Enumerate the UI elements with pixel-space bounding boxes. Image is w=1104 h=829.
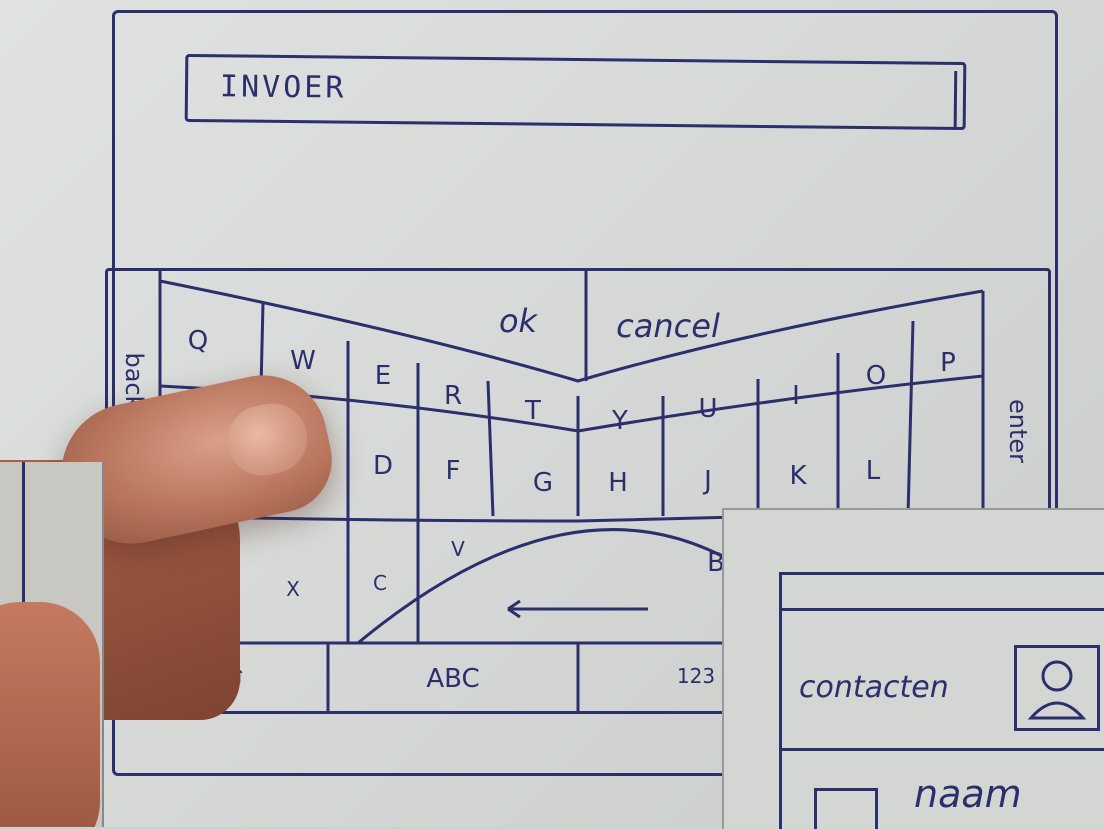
key-p[interactable]: P (940, 348, 956, 378)
key-f[interactable]: F (446, 456, 461, 486)
contact-thumbnail[interactable] (814, 788, 878, 829)
key-d[interactable]: D (373, 451, 393, 481)
text-input-field[interactable]: INVOER (185, 54, 967, 130)
key-u[interactable]: U (698, 394, 717, 424)
ok-key[interactable]: ok (499, 302, 537, 340)
key-r[interactable]: R (444, 381, 462, 411)
contact-name[interactable]: naam (914, 772, 1022, 816)
key-o[interactable]: O (866, 361, 886, 391)
key-t[interactable]: T (525, 396, 541, 426)
left-inset-photo (0, 462, 104, 827)
key-h[interactable]: H (608, 468, 628, 498)
hand (0, 602, 100, 827)
key-i[interactable]: I (792, 381, 800, 411)
key-j[interactable]: J (704, 466, 712, 496)
header-divider (782, 608, 1104, 611)
enter-key[interactable]: enter (1004, 399, 1032, 463)
key-v[interactable]: V (451, 537, 465, 561)
text-cursor (954, 71, 958, 127)
key-c[interactable]: C (373, 571, 387, 595)
sketch-line (12, 462, 25, 602)
key-x[interactable]: X (286, 577, 300, 601)
key-g[interactable]: G (533, 468, 553, 498)
cancel-key[interactable]: cancel (616, 307, 720, 345)
abc-key[interactable]: ABC (426, 664, 479, 694)
contacts-title: contacten (799, 670, 949, 705)
key-w[interactable]: W (290, 346, 316, 376)
contacts-sketch-inset: contacten naam (722, 508, 1104, 829)
contact-person-icon[interactable] (1014, 645, 1100, 731)
key-k[interactable]: K (789, 461, 806, 491)
fingernail (221, 397, 314, 482)
number-key[interactable]: 123 (677, 664, 715, 688)
key-y[interactable]: Y (612, 406, 628, 436)
list-divider (782, 748, 1104, 751)
key-l[interactable]: L (866, 456, 881, 486)
input-text: INVOER (220, 69, 347, 105)
key-e[interactable]: E (375, 361, 391, 391)
key-q[interactable]: Q (188, 326, 208, 356)
